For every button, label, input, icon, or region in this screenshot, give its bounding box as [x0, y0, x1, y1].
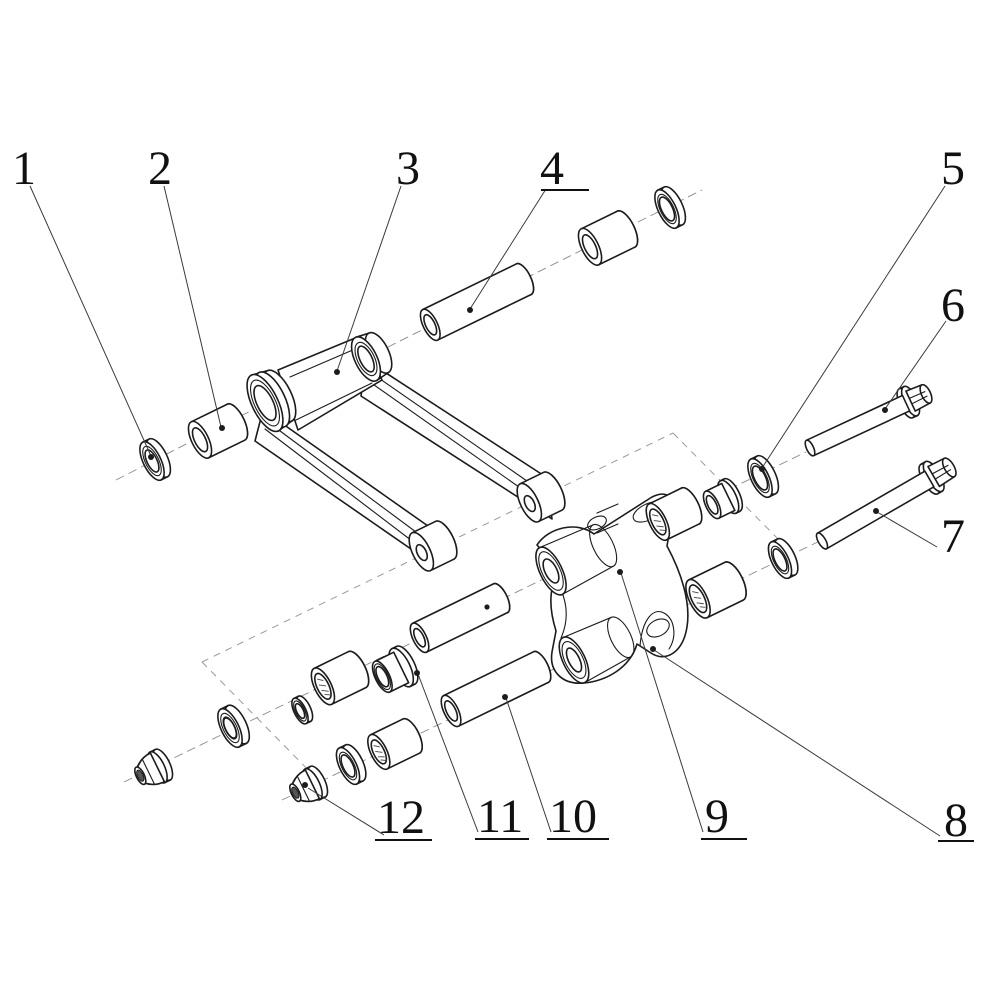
arm-eye-front [408, 520, 458, 572]
callout-8: 8 [944, 794, 968, 847]
bushing-top [577, 210, 639, 266]
leader-12 [307, 787, 385, 836]
arm-eye-rear [516, 471, 566, 523]
seal-washer-ul [217, 704, 251, 749]
callout-2: 2 [148, 142, 172, 195]
leader-9 [620, 572, 704, 833]
rocker-bottom-boss [558, 616, 635, 684]
flange-bolt-6 [804, 383, 933, 457]
bearing-collar-11 [371, 645, 419, 694]
seal-top [654, 185, 687, 230]
callout-7: 7 [941, 510, 965, 563]
leader-3 [336, 185, 402, 372]
leader-5 [761, 185, 946, 469]
arm-left-boss [246, 369, 297, 433]
leader-7 [876, 511, 938, 548]
callout-10: 10 [549, 790, 597, 843]
callout-4: 4 [540, 142, 564, 195]
leader-4 [469, 188, 547, 310]
needle-bearing-ur [645, 486, 703, 542]
needle-bearing-ul [310, 650, 370, 706]
flange-nut-12 [289, 765, 329, 803]
callout-9: 9 [705, 790, 729, 843]
seal-washer-1 [139, 437, 172, 482]
callout-labels: 1 2 3 4 5 6 7 8 9 10 11 12 [12, 142, 974, 847]
spacer-tube-upper [409, 582, 511, 654]
leader-1 [29, 185, 152, 457]
needle-bearing-ll [367, 717, 423, 771]
leader-lines [29, 185, 947, 837]
leader-8 [653, 649, 941, 837]
seal-washer-ll [335, 743, 367, 786]
leader-11 [417, 673, 479, 833]
bushing-collar-2 [187, 403, 249, 459]
callout-11: 11 [477, 790, 523, 843]
spacer-tube-lower [440, 650, 552, 728]
arm-upper-boss [350, 331, 393, 382]
leader-2 [163, 185, 222, 428]
callout-12: 12 [377, 791, 425, 844]
callout-1: 1 [12, 142, 36, 195]
flange-bolt-7 [815, 457, 957, 550]
callout-3: 3 [396, 142, 420, 195]
rocker-bracket [535, 493, 689, 684]
collar-ur [702, 477, 744, 520]
flange-nut-left [134, 748, 174, 786]
leader-6 [884, 320, 947, 410]
dust-seal-5 [747, 454, 780, 499]
spacer-sleeve-4 [419, 262, 535, 342]
seal-washer-lr [767, 537, 799, 580]
linkage-arm [246, 331, 566, 572]
needle-bearing-lr [685, 561, 747, 619]
rocker-top-boss [535, 523, 618, 596]
callout-6: 6 [941, 279, 965, 332]
thrust-washer [291, 695, 314, 725]
callout-5: 5 [941, 142, 965, 195]
leader-10 [505, 697, 552, 833]
